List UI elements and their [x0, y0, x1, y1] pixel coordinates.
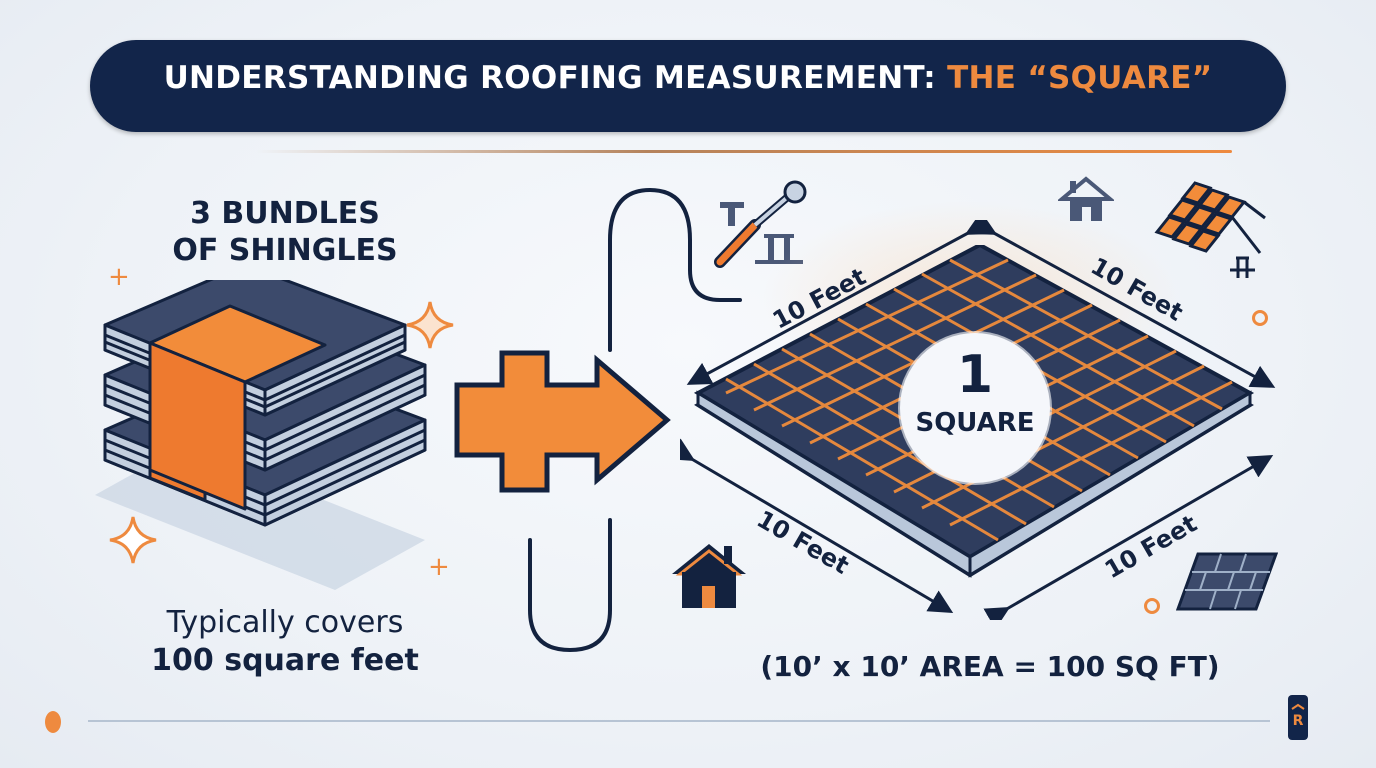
footer-divider	[88, 720, 1270, 722]
dimension-arrows	[680, 220, 1276, 620]
title-underline	[256, 150, 1232, 153]
brand-logo-icon: R	[1288, 695, 1308, 740]
house-outline-icon	[672, 544, 746, 608]
shingle-panel-icon	[1176, 552, 1278, 611]
square-badge-number: 1	[956, 345, 994, 405]
roof-tiles-icon	[1154, 181, 1266, 278]
circle-dot-icon	[1144, 598, 1160, 614]
shingle-bundles-icon	[95, 280, 427, 590]
title-accent-text: THE “SQUARE”	[947, 60, 1213, 96]
house-icon	[1058, 176, 1114, 221]
title-banner: UNDERSTANDING ROOFING MEASUREMENT: THE “…	[90, 40, 1286, 153]
square-badge	[900, 333, 1050, 483]
coverage-caption-line2: 100 square feet	[151, 643, 419, 678]
coverage-caption-line1: Typically covers	[166, 605, 404, 640]
plus-sparkle-icon: +	[428, 552, 450, 582]
bundles-heading-line2: OF SHINGLES	[172, 233, 398, 268]
bundles-heading: 3 BUNDLES OF SHINGLES	[130, 195, 440, 269]
page-title: UNDERSTANDING ROOFING MEASUREMENT: THE “…	[90, 60, 1286, 96]
bundles-heading-line1: 3 BUNDLES	[190, 196, 380, 231]
sun-badge-icon	[45, 711, 61, 733]
coverage-caption: Typically covers 100 square feet	[130, 604, 440, 680]
plus-arrow-icon	[454, 350, 671, 493]
sparkle-icon	[109, 516, 157, 564]
sparkle-icon	[406, 301, 454, 349]
plus-sparkle-icon: +	[108, 262, 130, 292]
area-formula: (10’ x 10’ AREA = 100 SQ FT)	[760, 650, 1220, 683]
svg-text:R: R	[1293, 713, 1304, 729]
title-main-text: UNDERSTANDING ROOFING MEASUREMENT:	[163, 60, 948, 96]
square-badge-label: SQUARE	[915, 408, 1035, 438]
circle-dot-icon	[1252, 310, 1268, 326]
